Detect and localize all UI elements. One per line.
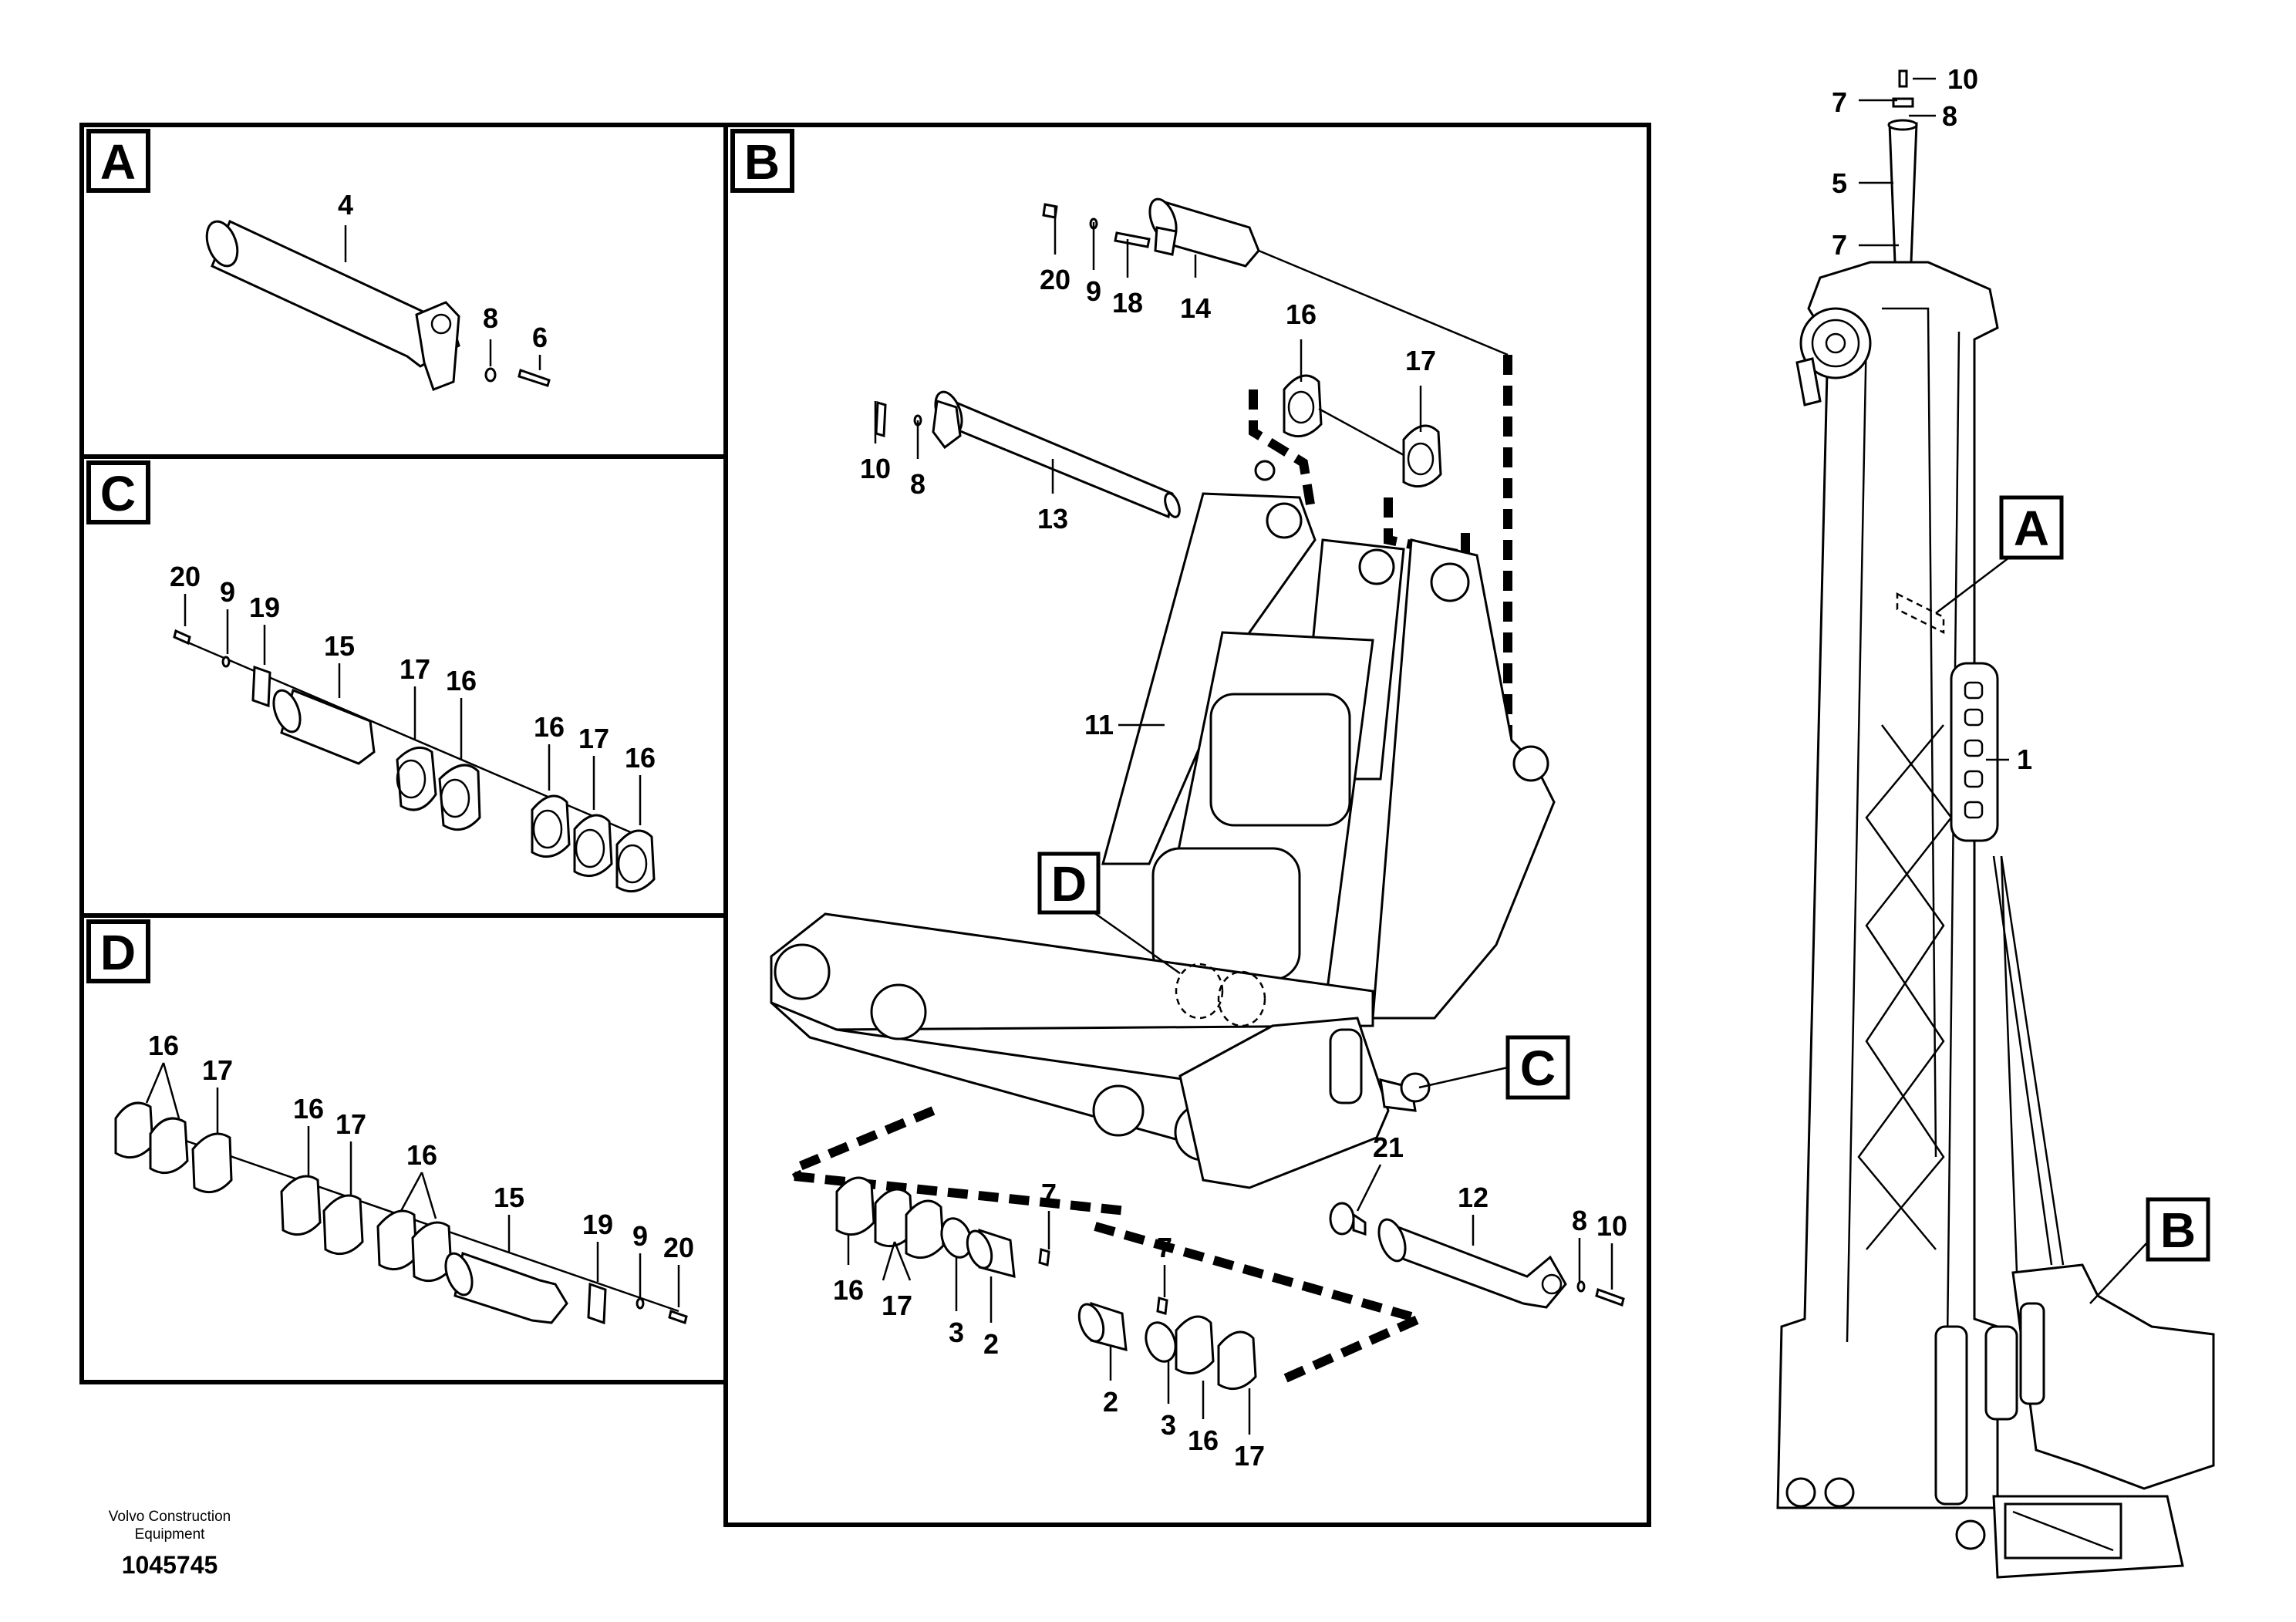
panel-c: C 20 9 19 15 17 16 16 17 16 [86,460,656,893]
panel-d: D 16 17 16 17 16 15 19 9 [86,919,694,1325]
overview-label-8: 8 [1942,100,1957,132]
callout-b: B [2160,1202,2196,1258]
panel-b-label-17c: 17 [1234,1440,1265,1472]
panel-a-label-6: 6 [532,322,548,353]
panel-d-label-19: 19 [582,1209,613,1240]
panel-b-label-2b: 2 [1103,1386,1118,1418]
overview-label-7a: 7 [1832,86,1847,118]
panel-b-label-3a: 3 [949,1317,964,1348]
panel-b-label-13: 13 [1037,503,1068,534]
panel-b-label-8b: 8 [1572,1205,1587,1236]
panel-c-label-16b: 16 [534,711,565,743]
panel-c-label-16c: 16 [625,742,656,774]
panel-d-label-16a: 16 [148,1030,179,1061]
panel-b-label-11: 11 [1084,709,1114,740]
panel-b-label-17b: 17 [882,1290,912,1321]
panel-b-label-18: 18 [1112,287,1143,319]
panel-b-label-10a: 10 [860,453,891,484]
panel-c-label-15: 15 [324,630,355,662]
panel-b: B [730,129,1627,1472]
panel-d-label-15: 15 [494,1182,524,1213]
panel-b-label-10b: 10 [1596,1210,1627,1242]
panel-c-label-17b: 17 [578,723,609,754]
overview-machine: 10 7 8 5 7 1 A B [1776,63,2215,1579]
panel-d-label-17b: 17 [335,1108,366,1140]
panel-b-label-8a: 8 [910,468,925,500]
overview-label-7b: 7 [1832,229,1847,261]
panel-d-label-16b: 16 [293,1093,324,1125]
panel-b-tag: B [744,134,780,190]
footer: Volvo Construction Equipment 1045745 [109,1509,231,1579]
panel-b-label-16a: 16 [1286,298,1317,330]
panel-b-label-9: 9 [1086,275,1101,307]
panel-d-label-16c: 16 [406,1139,437,1171]
panel-b-label-16c: 16 [1188,1425,1219,1456]
overview-label-5: 5 [1832,167,1847,199]
panel-c-label-16a: 16 [446,665,477,696]
callout-a: A [2014,501,2049,556]
panel-b-label-14: 14 [1180,292,1211,324]
panel-b-label-7a: 7 [1041,1178,1057,1209]
panel-d-label-17a: 17 [202,1054,233,1086]
footer-company-line1: Volvo Construction [109,1509,231,1525]
panel-b-label-17a: 17 [1405,345,1436,376]
footer-company-line2: Equipment [135,1526,206,1543]
panel-b-label-21: 21 [1373,1131,1404,1163]
panel-d-tag: D [100,925,136,980]
panel-a-label-4: 4 [338,189,353,221]
panel-d-label-9: 9 [632,1220,648,1252]
panel-c-label-19: 19 [249,592,280,623]
panel-a: A 4 8 6 [86,129,551,391]
panel-a-tag: A [100,134,136,190]
panel-b-label-7b: 7 [1157,1232,1172,1263]
panel-c-tag: C [100,466,136,521]
panel-c-label-9: 9 [220,576,235,608]
panel-b-label-12: 12 [1458,1182,1489,1213]
panel-c-label-17a: 17 [400,653,430,685]
overview-label-1: 1 [2017,744,2032,775]
panel-b-label-20: 20 [1040,264,1070,295]
panel-d-label-20: 20 [663,1232,694,1263]
panel-c-label-20: 20 [170,561,201,592]
callout-c: C [1520,1040,1556,1096]
overview-label-10: 10 [1947,63,1978,95]
callout-d: D [1051,856,1087,912]
panel-b-label-16b: 16 [833,1274,864,1306]
panel-b-label-2a: 2 [983,1328,999,1360]
footer-drawing-number: 1045745 [122,1551,218,1579]
panel-d-washers [114,1101,453,1283]
panel-a-label-8: 8 [483,302,498,334]
panel-b-label-3b: 3 [1161,1409,1176,1441]
panel-frames [79,123,1651,1527]
